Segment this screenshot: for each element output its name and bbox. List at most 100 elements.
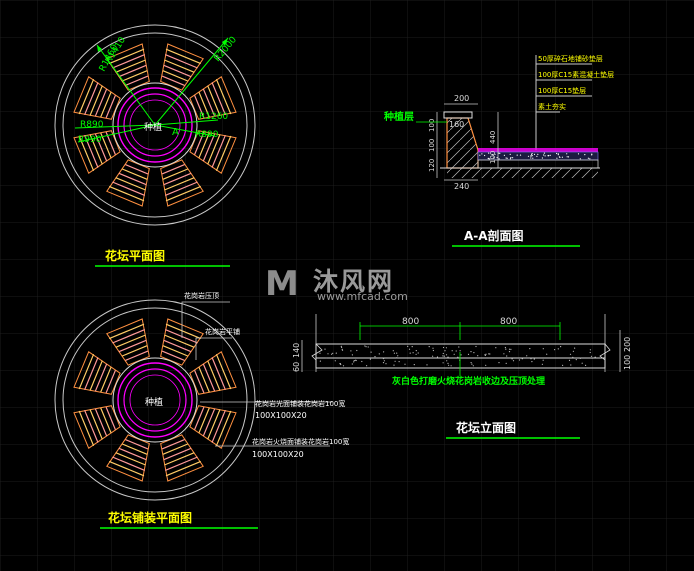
aggregate-dot <box>394 360 396 362</box>
aggregate-dot <box>544 155 546 157</box>
dim-leader-r990 <box>77 124 156 143</box>
petal-hatch-line <box>202 88 216 117</box>
aggregate-dot <box>356 349 358 352</box>
aggregate-dot <box>351 363 353 365</box>
granite-petal <box>189 405 237 449</box>
aggregate-dot <box>589 158 591 160</box>
aggregate-dot <box>485 364 487 366</box>
aggregate-dot <box>361 360 363 363</box>
aggregate-dot <box>443 355 445 357</box>
aggregate-dot <box>547 155 549 157</box>
aggregate-dot <box>471 363 473 365</box>
petal-hatch-line <box>108 460 145 477</box>
wall-cap <box>443 111 473 119</box>
aggregate-dot <box>370 351 372 353</box>
break-line-right <box>599 343 611 361</box>
petal-hatch-line <box>100 366 112 393</box>
aggregate-dot <box>503 154 505 156</box>
aggregate-dot <box>521 358 523 360</box>
petal-hatch-line <box>125 350 149 361</box>
aggregate-dot <box>341 348 343 350</box>
paving-top-layer <box>478 148 598 152</box>
concrete-aggregate-dots <box>479 152 593 160</box>
aggregate-dot <box>335 352 337 354</box>
dim-section-right-440: 440 <box>489 131 497 144</box>
petal-hatch-line <box>118 172 147 186</box>
aggregate-dot <box>428 346 430 348</box>
dim-section-240: 240 <box>454 182 469 191</box>
granite-petal <box>160 434 204 482</box>
granite-petal <box>73 351 121 395</box>
aggregate-dot <box>393 364 395 366</box>
aggregate-dot <box>479 154 481 156</box>
aggregate-dot <box>396 352 398 354</box>
granite-petal-segments <box>73 43 237 207</box>
petal-hatch-line <box>165 48 202 65</box>
petal-hatch-line <box>108 323 145 340</box>
petal-hatch-line <box>198 132 210 159</box>
aggregate-dot <box>589 349 592 351</box>
aggregate-dot <box>342 365 345 367</box>
petal-hatch-line <box>164 177 195 191</box>
compacted-soil <box>447 168 598 178</box>
aggregate-dot <box>355 359 357 361</box>
aggregate-dot <box>557 348 559 350</box>
dim-leader-r1410 <box>96 44 156 126</box>
aggregate-dot <box>481 153 483 155</box>
aggregate-dot <box>530 157 532 159</box>
aggregate-dot <box>447 356 449 358</box>
petal-hatch-line <box>105 406 116 430</box>
granite-petal <box>189 351 237 395</box>
aggregate-dot <box>351 354 353 356</box>
aggregate-dot <box>417 352 419 354</box>
petal-hatch-line <box>165 185 202 202</box>
petal-hatch-line <box>164 452 195 466</box>
aggregate-dot <box>531 153 533 155</box>
dim-r890-left: R890 <box>80 120 104 130</box>
aggregate-dot <box>518 359 521 361</box>
aggregate-dot <box>499 152 501 154</box>
dim-section-200: 200 <box>454 94 469 103</box>
petal-hatch-line <box>84 134 99 168</box>
petal-hatch-line <box>164 329 198 344</box>
petal-hatch-line <box>215 353 232 390</box>
aggregate-dot <box>442 346 445 349</box>
aggregate-dot <box>485 353 487 355</box>
aggregate-dot <box>536 155 538 157</box>
aggregate-dot <box>492 153 494 156</box>
aggregate-dot <box>447 362 449 364</box>
dim-leader-r1260 <box>154 119 219 126</box>
aggregate-dot <box>444 350 446 352</box>
aggregate-dot <box>382 358 385 360</box>
granite-petal <box>160 318 204 366</box>
aggregate-dot <box>374 356 376 358</box>
elevation-stone-texture <box>319 345 596 367</box>
petal-hatch-line <box>161 439 185 450</box>
aggregate-dot <box>366 365 368 367</box>
petal-hatch-line <box>89 360 103 391</box>
aggregate-dot <box>489 158 491 160</box>
aggregate-dot <box>581 362 583 364</box>
aggregate-dot <box>556 152 558 155</box>
petal-hatch-line <box>194 370 205 394</box>
aggregate-dot <box>442 362 444 364</box>
dim-elev-left-140: 140 <box>292 343 301 358</box>
petal-hatch-line <box>162 168 189 180</box>
petal-hatch-line <box>164 181 198 196</box>
aggregate-dot <box>557 154 559 156</box>
aggregate-dot <box>432 349 434 352</box>
aggregate-dot <box>327 353 329 355</box>
petal-hatch-line <box>162 345 189 357</box>
granite-petal <box>160 43 204 91</box>
aggregate-dot <box>591 357 593 359</box>
dim-section-right-100: 100 <box>489 151 497 164</box>
aggregate-dot <box>509 158 512 160</box>
aggregate-dot <box>367 346 369 348</box>
aggregate-dot <box>445 354 448 356</box>
aggregate-dot <box>470 362 472 364</box>
granite-petal <box>189 130 237 174</box>
aggregate-dot <box>488 152 490 154</box>
aggregate-dot <box>585 364 587 366</box>
aggregate-dot <box>455 350 457 352</box>
layer-label-1: 50厚碎石地铺砂垫层 <box>538 54 603 63</box>
